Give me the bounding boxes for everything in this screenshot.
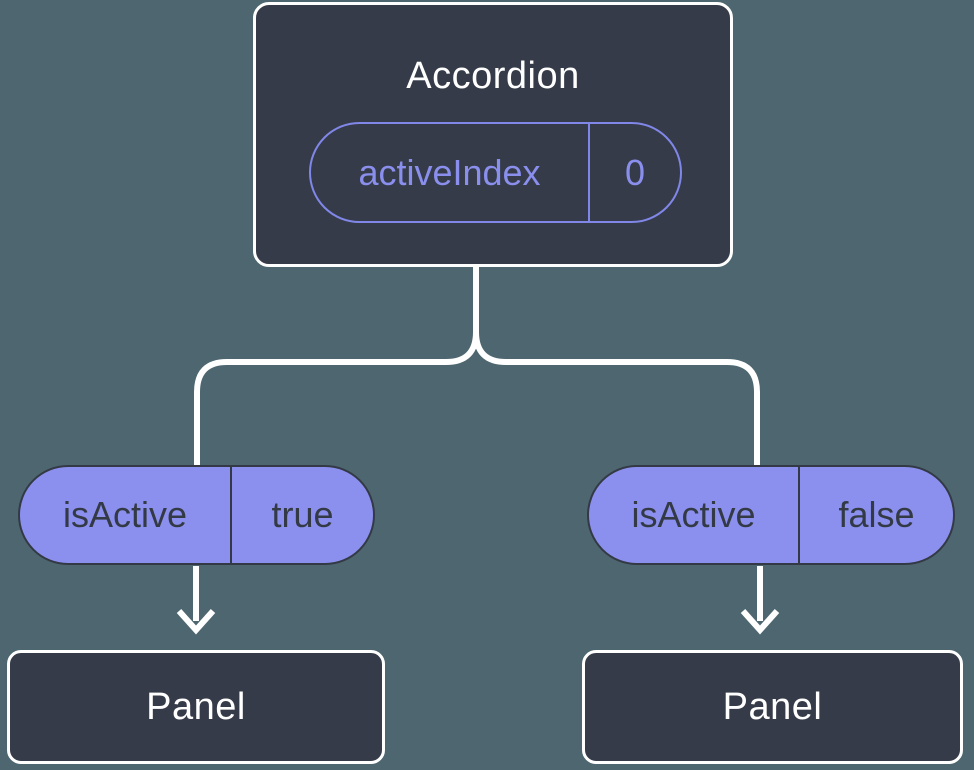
prop-name-label: isActive <box>631 494 756 535</box>
branch-line-left <box>194 266 479 466</box>
prop-name-label: activeIndex <box>358 151 541 193</box>
prop-name-label: isActive <box>62 494 188 535</box>
component-node-panel-right: Panel <box>582 650 963 764</box>
arrow-head-right-icon <box>740 608 780 635</box>
prop-value-label: true <box>271 494 334 535</box>
state-prop-pill-activeindex: activeIndex 0 <box>309 122 682 223</box>
prop-value-label: false <box>838 494 915 535</box>
arrow-head-left-icon <box>176 608 216 635</box>
panel-node-title: Panel <box>146 685 246 728</box>
branch-line-right <box>473 331 760 466</box>
prop-value-label: 0 <box>624 151 646 193</box>
accordion-node-title: Accordion <box>406 54 580 97</box>
panel-node-title: Panel <box>722 685 823 728</box>
prop-pill-isactive-true: isActive true <box>18 465 375 565</box>
component-node-accordion: Accordion activeIndex 0 <box>253 2 733 267</box>
component-node-panel-left: Panel <box>7 650 385 764</box>
prop-pill-isactive-false: isActive false <box>587 465 955 565</box>
